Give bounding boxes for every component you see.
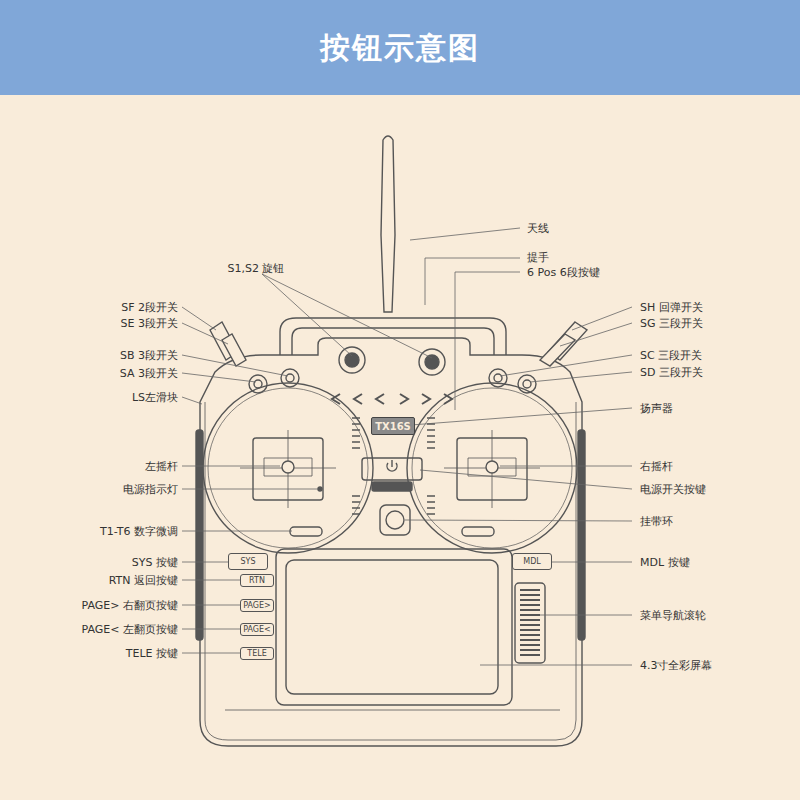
body-inner-edge <box>205 402 576 740</box>
part-label: 天线 <box>527 222 549 235</box>
part-label: SD 三段开关 <box>640 366 703 379</box>
part-label: SE 3段开关 <box>121 317 178 330</box>
part-label: SH 回弹开关 <box>640 301 703 314</box>
right-trim <box>462 527 494 536</box>
menu-button: SYS <box>228 553 268 570</box>
part-label: 电源指示灯 <box>123 483 178 496</box>
right-stick <box>486 461 498 473</box>
knob-s2 <box>419 349 445 375</box>
switch-sc-cap <box>494 374 502 382</box>
screen-frame <box>276 549 512 705</box>
bottom-edge <box>225 710 560 711</box>
button-label: SYS <box>240 557 255 566</box>
right-gimbal-slot <box>444 430 540 508</box>
antenna <box>381 136 395 312</box>
leader-lines <box>182 228 632 665</box>
part-label: LS左滑块 <box>132 391 178 404</box>
part-label: SA 3段开关 <box>120 367 178 380</box>
left-grip <box>196 430 203 640</box>
part-label: PAGE< 左翻页按键 <box>82 623 178 636</box>
part-label: TELE 按键 <box>126 647 178 660</box>
scroll-wheel <box>520 590 540 655</box>
part-label: 提手 <box>527 251 549 264</box>
switch-sb-cap <box>286 374 294 382</box>
part-label: SG 三段开关 <box>640 317 703 330</box>
part-label: 右摇杆 <box>640 460 673 473</box>
page-title: 按钮示意图 <box>0 0 800 95</box>
part-label: PAGE> 右翻页按键 <box>82 599 178 612</box>
left-trim <box>290 527 322 536</box>
part-label: T1-T6 数字微调 <box>100 525 178 538</box>
part-label: 扬声器 <box>640 402 673 415</box>
strap-ring <box>386 511 404 529</box>
left-gimbal-slot <box>240 430 336 508</box>
part-label: RTN 返回按键 <box>109 574 178 587</box>
knob-s1-cap <box>345 353 359 367</box>
logo-plate: TX16S <box>371 417 415 435</box>
left-gimbal-ring <box>203 383 373 553</box>
menu-button: MDL <box>512 553 552 570</box>
power-indicator-plate <box>372 482 412 491</box>
part-label: SB 3段开关 <box>120 349 178 362</box>
switch-sb <box>281 369 299 387</box>
side-button: TELE <box>240 647 274 660</box>
body-outline <box>200 338 582 746</box>
screen <box>286 560 498 694</box>
part-label: MDL 按键 <box>640 556 690 569</box>
part-label: SF 2段开关 <box>121 301 178 314</box>
switch-se <box>222 334 246 366</box>
part-label: 菜单导航滚轮 <box>640 609 706 622</box>
right-gimbal-inner <box>412 388 572 548</box>
button-label: PAGE> <box>243 601 271 610</box>
side-button: RTN <box>240 574 274 587</box>
part-label: S1,S2 旋钮 <box>228 262 285 275</box>
left-stick <box>282 461 294 473</box>
part-label: SYS 按键 <box>132 556 178 569</box>
scroll-wheel-housing <box>515 583 545 663</box>
knob-s1 <box>339 347 365 373</box>
six-position-buttons <box>332 394 452 404</box>
left-gimbal-inner <box>208 388 368 548</box>
power-led <box>318 487 322 491</box>
part-label: 电源开关按键 <box>640 483 706 496</box>
button-label: TELE <box>247 649 266 658</box>
side-button: PAGE> <box>240 599 274 612</box>
button-label: MDL <box>523 557 541 566</box>
right-grip <box>578 430 585 640</box>
part-label: 挂带环 <box>640 515 673 528</box>
switch-sa <box>249 375 267 393</box>
side-button: PAGE< <box>240 623 274 636</box>
switch-sg <box>540 334 575 366</box>
knob-s2-cap <box>425 355 439 369</box>
header-band <box>0 0 800 95</box>
button-label: RTN <box>249 576 265 585</box>
right-gimbal-ring <box>407 383 577 553</box>
part-label: 6 Pos 6段按键 <box>527 266 600 279</box>
part-label: 左摇杆 <box>145 460 178 473</box>
power-button <box>362 458 422 480</box>
switch-sd-cap <box>523 380 531 388</box>
power-icon <box>387 460 397 471</box>
part-label: SC 三段开关 <box>640 349 702 362</box>
button-label: TX16S <box>375 421 411 432</box>
button-label: PAGE< <box>243 625 271 634</box>
part-label: 4.3寸全彩屏幕 <box>640 659 713 672</box>
